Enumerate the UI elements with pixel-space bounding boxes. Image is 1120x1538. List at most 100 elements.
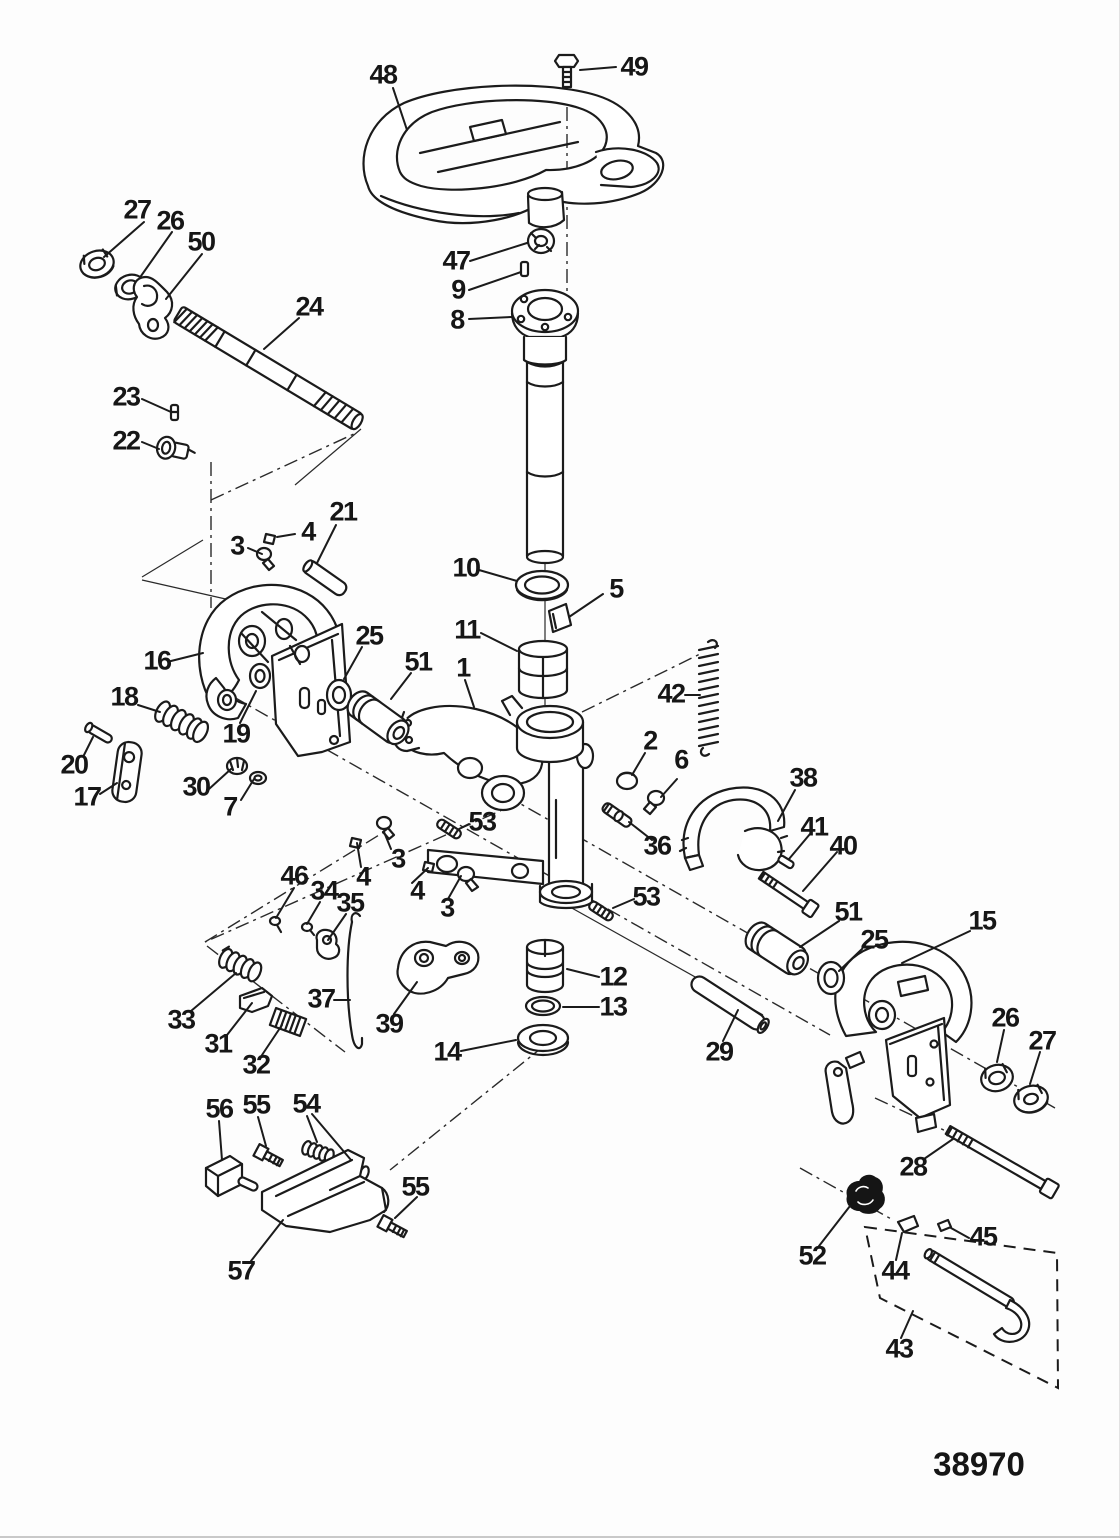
part-pin-41 <box>777 854 795 870</box>
part-bleed-screw-3b <box>375 815 396 841</box>
callout-50: 50 <box>187 226 216 257</box>
drawing-number: 38970 <box>933 1445 1025 1483</box>
callout-6: 6 <box>674 744 689 775</box>
callout-13: 13 <box>599 991 628 1022</box>
part-wear-ring-10 <box>514 569 570 602</box>
part-swivel-tube-8 <box>510 288 580 565</box>
callout-28: 28 <box>899 1151 928 1182</box>
callout-35: 35 <box>336 887 365 918</box>
callout-37: 37 <box>307 983 336 1014</box>
callout-17: 17 <box>73 781 102 812</box>
callout-39: 39 <box>375 1008 404 1039</box>
callout-22: 22 <box>112 425 141 456</box>
callout-25-a: 25 <box>355 620 384 651</box>
callout-44: 44 <box>881 1255 910 1286</box>
callout-19: 19 <box>222 718 251 749</box>
callout-4-b: 4 <box>356 861 371 892</box>
part-bolt-40 <box>757 870 820 919</box>
callout-53-a: 53 <box>468 806 497 837</box>
callout-45: 45 <box>969 1221 998 1252</box>
callout-31: 31 <box>204 1028 233 1059</box>
callout-32: 32 <box>242 1049 271 1080</box>
part-washer-7 <box>248 770 268 786</box>
part-stern-clamp-frame-48 <box>362 84 665 229</box>
callout-3-a: 3 <box>230 530 245 561</box>
callout-51-b: 51 <box>834 896 863 927</box>
callout-14: 14 <box>433 1036 462 1067</box>
callout-1: 1 <box>456 652 471 683</box>
part-washer-19 <box>248 662 272 690</box>
part-pin-20 <box>84 721 113 744</box>
callout-24: 24 <box>295 291 324 322</box>
callout-48: 48 <box>369 59 398 90</box>
part-pin-53-right <box>588 900 614 922</box>
callout-41: 41 <box>800 811 829 842</box>
part-bushing-12 <box>525 938 565 994</box>
part-clip-45 <box>936 1218 953 1233</box>
callout-47: 47 <box>442 245 471 276</box>
callout-46: 46 <box>280 860 309 891</box>
part-lever-bracket-39 <box>396 940 480 995</box>
callout-55-a: 55 <box>242 1089 271 1120</box>
part-tilt-shaft-24 <box>173 306 364 431</box>
callout-34: 34 <box>310 875 339 906</box>
part-bushing-51-right <box>744 921 810 976</box>
callout-54: 54 <box>292 1088 321 1119</box>
part-shift-bracket-57 <box>237 1148 390 1234</box>
tilt-pin-kit-boundary <box>863 1225 1060 1390</box>
part-spacer-tube-29 <box>690 975 770 1035</box>
callout-26-a: 26 <box>156 205 185 236</box>
part-fitting-22 <box>155 435 196 460</box>
part-hook-rod-43 <box>923 1248 1031 1343</box>
callout-26-b: 26 <box>991 1002 1020 1033</box>
callout-49: 49 <box>620 51 649 82</box>
callout-33: 33 <box>167 1004 196 1035</box>
callout-52: 52 <box>798 1240 827 1271</box>
callout-4-a: 4 <box>301 516 316 547</box>
callout-20: 20 <box>60 749 89 780</box>
callout-25-b: 25 <box>860 924 889 955</box>
callout-56: 56 <box>205 1093 234 1124</box>
callout-11: 11 <box>454 614 481 645</box>
callout-30: 30 <box>182 771 211 802</box>
callout-42: 42 <box>657 678 686 709</box>
part-pin-9 <box>519 260 530 278</box>
callout-23: 23 <box>112 381 141 412</box>
part-clamp-bracket-15 <box>824 940 973 1134</box>
callout-12: 12 <box>599 961 628 992</box>
callout-55-b: 55 <box>401 1171 430 1202</box>
part-wedge-44 <box>896 1214 920 1234</box>
callout-9: 9 <box>451 274 466 305</box>
part-screw-55-right <box>376 1214 408 1239</box>
part-bleed-screw-3a <box>255 546 276 572</box>
part-washer-25-right <box>816 960 846 996</box>
callout-10: 10 <box>452 552 481 583</box>
part-clamp-saddle-38 <box>678 786 789 872</box>
part-anchor-plate-50 <box>132 275 174 340</box>
part-spring-42 <box>697 639 720 757</box>
callout-40: 40 <box>829 830 858 861</box>
part-nut-26-right <box>980 1062 1014 1093</box>
part-spring-18 <box>154 700 210 744</box>
part-grip-32 <box>268 1006 308 1038</box>
callout-36: 36 <box>643 830 672 861</box>
part-knob-52 <box>846 1174 885 1214</box>
part-pivot-pin-21 <box>302 559 348 597</box>
callout-27-a: 27 <box>123 194 152 225</box>
callout-27-b: 27 <box>1028 1025 1057 1056</box>
part-seal-cap-14 <box>516 1023 570 1057</box>
callout-57: 57 <box>227 1255 256 1286</box>
callout-3-b: 3 <box>391 843 406 874</box>
part-screw-55-left <box>252 1143 284 1168</box>
leader-lines <box>83 66 1041 1339</box>
part-clamp-bolt-28 <box>944 1125 1060 1200</box>
callout-51-a: 51 <box>404 646 433 677</box>
callout-29: 29 <box>705 1036 734 1067</box>
part-bushing-47 <box>526 227 556 255</box>
part-spring-33 <box>218 945 263 983</box>
part-fitting-4a <box>262 532 277 546</box>
part-bushing-11 <box>517 639 569 700</box>
part-pin-36 <box>601 802 633 828</box>
